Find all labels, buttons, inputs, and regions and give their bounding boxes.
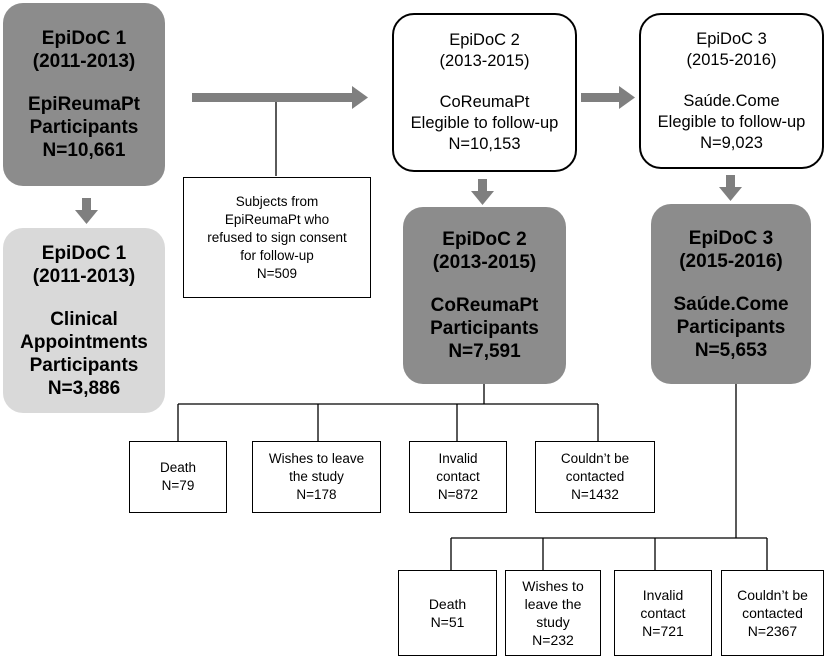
epidoc1-clinical-years: (2011-2013) — [32, 265, 136, 287]
epidoc2-participants-role: Participants — [430, 318, 539, 339]
loss3-couldnt-line1: Couldn’t be — [737, 587, 808, 603]
arrow-shaft-1-to-2 — [192, 93, 352, 102]
epidoc3-participants-title: EpiDoC 3 — [688, 227, 774, 249]
epidoc3-participants-n: N=5,653 — [694, 339, 768, 361]
epidoc2-eligible-n: N=10,153 — [448, 135, 521, 153]
loss2-death-label: Death — [159, 460, 197, 475]
loss3-invalid-box: Invalid contact N=721 — [614, 570, 712, 656]
loss2-wishes-box: Wishes to leave the study N=178 — [252, 441, 381, 513]
loss2-invalid-line1: Invalid — [438, 451, 478, 466]
epidoc1-role: Participants — [29, 117, 139, 138]
loss3-invalid-line1: Invalid — [642, 587, 684, 603]
loss2-wishes-n: N=178 — [296, 487, 337, 502]
epidoc2-eligible-title: EpiDoC 2 — [449, 31, 520, 49]
refused-line4: for follow-up — [240, 247, 314, 263]
epidoc1-n: N=10,661 — [42, 140, 126, 161]
arrow-head-3-down — [719, 187, 742, 201]
loss3-couldnt-box: Couldn’t be contacted N=2367 — [721, 570, 824, 656]
loss3-wishes-line1: Wishes to — [522, 578, 584, 594]
epidoc1-years: (2011-2013) — [32, 51, 136, 72]
loss3-invalid-n: N=721 — [642, 623, 684, 639]
arrow-shaft-2-down — [478, 179, 487, 191]
epidoc1-clinical-line2: Appointments — [20, 331, 148, 353]
loss2-wishes-line1: Wishes to leave — [268, 451, 365, 466]
arrow-head-1-to-2 — [352, 86, 368, 109]
arrow-shaft-2-to-3 — [581, 93, 619, 102]
epidoc3-participants-role: Participants — [676, 316, 786, 338]
epidoc2-eligible-cohort: CoReumaPt — [439, 93, 530, 111]
epidoc3-eligible-cohort: Saúde.Come — [683, 91, 780, 110]
refused-n: N=509 — [256, 265, 298, 281]
epidoc1-cohort: EpiReumaPt — [28, 94, 140, 115]
epidoc1-clinical-line1: Clinical — [50, 308, 118, 330]
loss3-invalid-line2: contact — [640, 605, 686, 621]
loss3-couldnt-line2: contacted — [742, 605, 803, 621]
epidoc1-clinical-line3: Participants — [29, 354, 139, 376]
arrow-head-1-down — [75, 210, 98, 224]
epidoc3-eligible-years: (2015-2016) — [686, 50, 777, 69]
epidoc3-participants-years: (2015-2016) — [679, 250, 783, 272]
arrow-head-2-down — [471, 191, 494, 205]
loss2-death-box: Death N=79 — [129, 441, 227, 513]
loss2-invalid-line2: contact — [436, 469, 480, 484]
loss3-death-label: Death — [428, 596, 467, 612]
loss2-couldnt-line2: contacted — [565, 469, 625, 484]
epidoc2-participants-title: EpiDoC 2 — [442, 229, 527, 250]
loss2-death-n: N=79 — [161, 478, 195, 493]
epidoc3-eligible-box: EpiDoC 3 (2015-2016) Saúde.Come Elegible… — [639, 13, 824, 169]
loss3-death-box: Death N=51 — [398, 570, 497, 656]
epidoc2-eligible-box: EpiDoC 2 (2013-2015) CoReumaPt Elegible … — [392, 13, 577, 172]
loss2-wishes-line2: the study — [289, 469, 344, 484]
epidoc2-eligible-years: (2013-2015) — [439, 52, 530, 70]
refused-line3: refused to sign consent — [207, 229, 347, 245]
epidoc1-clinical-box: EpiDoC 1 (2011-2013) Clinical Appointmen… — [3, 228, 165, 413]
epidoc3-participants-cohort: Saúde.Come — [673, 293, 789, 315]
loss3-wishes-box: Wishes to leave the study N=232 — [505, 570, 601, 656]
arrow-shaft-1-down — [82, 198, 91, 210]
loss3-wishes-line2: leave the — [524, 596, 582, 612]
epidoc3-eligible-role: Elegible to follow-up — [657, 112, 806, 131]
epidoc3-eligible-title: EpiDoC 3 — [696, 29, 767, 48]
epidoc1-clinical-title: EpiDoC 1 — [41, 242, 127, 264]
loss2-couldnt-box: Couldn’t be contacted N=1432 — [535, 441, 655, 513]
refused-line1: Subjects from — [235, 193, 319, 209]
loss2-invalid-n: N=872 — [437, 487, 479, 502]
loss3-wishes-line3: study — [536, 614, 570, 630]
epidoc3-eligible-n: N=9,023 — [700, 133, 763, 152]
arrow-shaft-3-down — [726, 175, 735, 187]
epidoc1-clinical-n: N=3,886 — [47, 377, 121, 399]
epidoc2-eligible-role: Elegible to follow-up — [410, 114, 559, 132]
loss3-death-n: N=51 — [430, 614, 465, 630]
loss2-couldnt-line1: Couldn’t be — [560, 451, 630, 466]
epidoc2-participants-n: N=7,591 — [448, 341, 521, 362]
epidoc2-participants-years: (2013-2015) — [432, 252, 537, 273]
loss3-wishes-n: N=232 — [532, 632, 574, 648]
loss3-couldnt-n: N=2367 — [747, 623, 798, 639]
loss2-invalid-box: Invalid contact N=872 — [409, 441, 507, 513]
arrow-head-2-to-3 — [619, 86, 635, 109]
refused-consent-box: Subjects from EpiReumaPt who refused to … — [183, 177, 371, 298]
loss2-couldnt-n: N=1432 — [571, 487, 619, 502]
epidoc1-title: EpiDoC 1 — [41, 28, 127, 49]
epidoc3-participants-box: EpiDoC 3 (2015-2016) Saúde.Come Particip… — [651, 204, 811, 384]
epidoc2-participants-cohort: CoReumaPt — [430, 295, 539, 316]
epidoc2-participants-box: EpiDoC 2 (2013-2015) CoReumaPt Participa… — [403, 207, 566, 384]
epidoc1-participants-box: EpiDoC 1 (2011-2013) EpiReumaPt Particip… — [3, 3, 165, 186]
refused-line2: EpiReumaPt who — [224, 211, 330, 227]
